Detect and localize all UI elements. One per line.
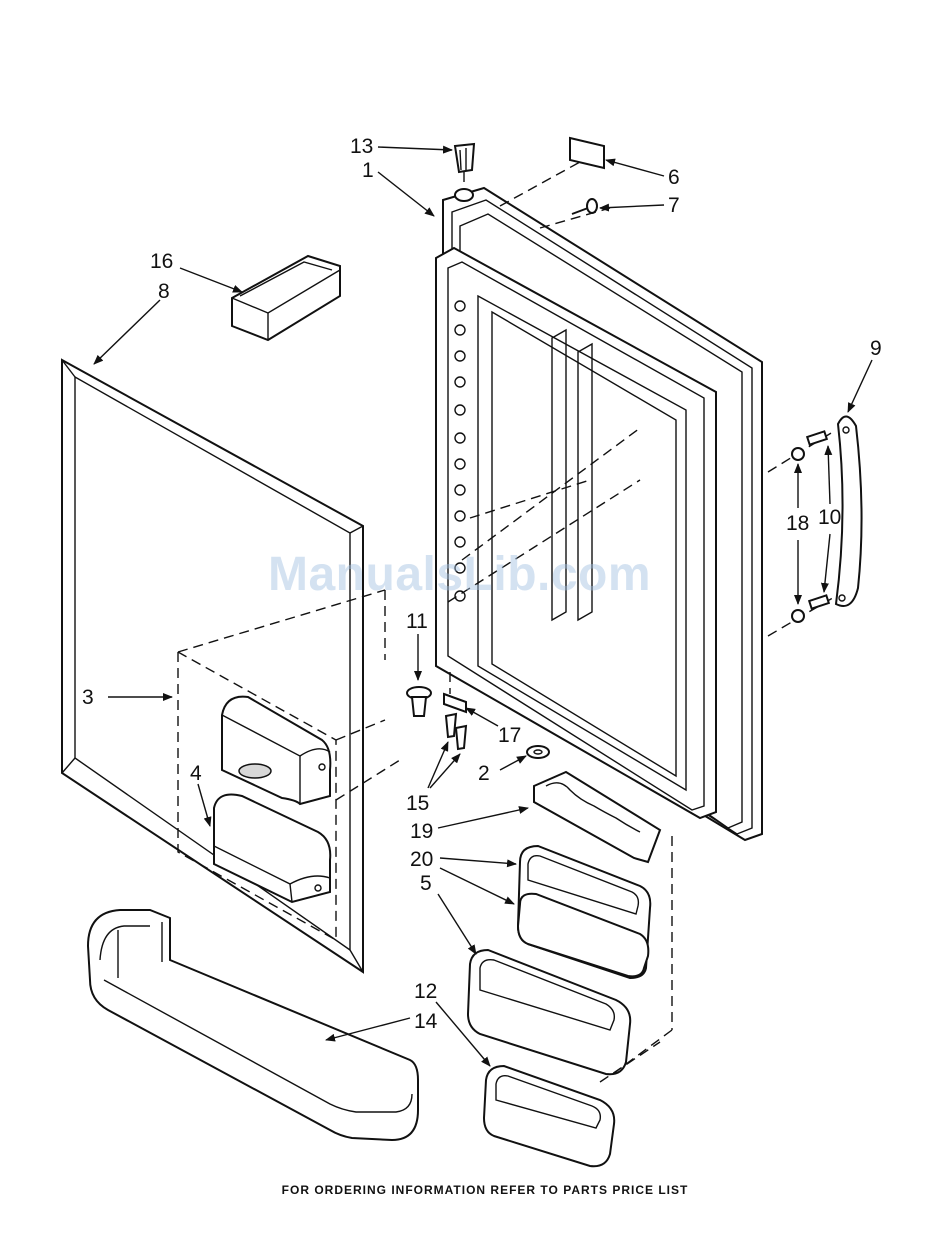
hinge-screws	[446, 714, 466, 749]
screw	[572, 199, 597, 214]
callout-17: 17	[498, 724, 521, 747]
washer	[527, 746, 549, 758]
footer-note: FOR ORDERING INFORMATION REFER TO PARTS …	[0, 1183, 950, 1197]
small-bin	[232, 256, 340, 340]
callout-8: 8	[158, 280, 170, 303]
callout-10: 10	[818, 506, 841, 529]
callout-12: 12	[414, 980, 437, 1003]
egg-tray	[534, 772, 660, 862]
callout-1: 1	[362, 159, 374, 182]
callout-9: 9	[870, 337, 882, 360]
callout-4: 4	[190, 762, 202, 785]
callout-11: 11	[406, 610, 428, 633]
callout-14: 14	[414, 1010, 438, 1033]
callout-13: 13	[350, 135, 373, 158]
callout-2: 2	[478, 762, 490, 785]
callout-6: 6	[668, 166, 680, 189]
hinge-pin	[407, 687, 431, 716]
callout-3: 3	[82, 686, 94, 709]
door-bin-small	[484, 1066, 614, 1166]
door-shelf	[88, 910, 418, 1140]
callout-7: 7	[668, 194, 680, 217]
callout-20: 20	[410, 848, 433, 871]
hinge-bushing	[455, 144, 474, 201]
callout-5: 5	[420, 872, 432, 895]
callout-15: 15	[406, 792, 429, 815]
callout-19: 19	[410, 820, 433, 843]
label-plate	[570, 138, 604, 168]
callout-18: 18	[786, 512, 809, 535]
callout-16: 16	[150, 250, 173, 273]
watermark: ManualsLib.com	[268, 547, 651, 602]
